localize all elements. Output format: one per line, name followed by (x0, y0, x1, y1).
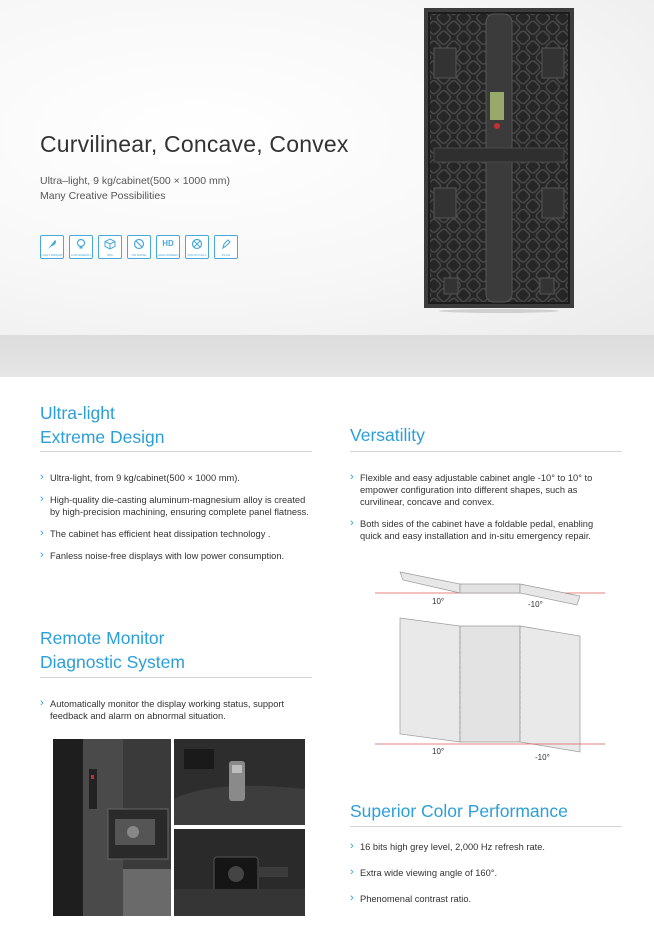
section-title-line: Diagnostic System (40, 652, 185, 672)
badge-hd: HD HIGH SCREEN (156, 235, 180, 259)
photo-cabinet-side (53, 739, 171, 916)
ultralight-bullet-list: Ultra-light, from 9 kg/cabinet(500 × 100… (40, 471, 310, 572)
badge-label: HIGH SCREEN (157, 254, 179, 257)
hero-subtitle: Ultra–light, 9 kg/cabinet(500 × 1000 mm) (40, 175, 230, 187)
section-divider (350, 451, 622, 452)
list-item: Fanless noise-free displays with low pow… (40, 549, 310, 562)
versatility-bullet-list: Flexible and easy adjustable cabinet ang… (350, 471, 615, 552)
no-noise-icon (133, 238, 145, 250)
panel-right (519, 625, 581, 753)
feather-icon (48, 240, 56, 249)
list-item: Phenomenal contrast ratio. (350, 892, 615, 905)
pencil-icon (222, 239, 231, 250)
cube-icon (104, 238, 116, 250)
badge-label: 3KG (106, 254, 113, 257)
badge-light-weight: LIGHT WEIGHT (40, 235, 64, 259)
list-item: Automatically monitor the display workin… (40, 697, 310, 722)
badge-label: NO NOISE (131, 254, 147, 257)
led-cabinet-image (424, 8, 574, 313)
panel-center (459, 583, 521, 594)
panel-left (399, 617, 461, 743)
angle-diagram: 10° -10° 10° -10° (375, 571, 605, 762)
section-title-line: Ultra-light (40, 403, 115, 423)
badge-label: LOW ENERGY (70, 254, 92, 257)
section-title-line: Remote Monitor (40, 628, 165, 648)
section-divider (40, 677, 312, 678)
panel-left (399, 571, 461, 594)
color-bullet-list: 16 bits high grey level, 2,000 Hz refres… (350, 840, 615, 915)
hero-title: Curvilinear, Concave, Convex (40, 131, 349, 157)
section-title-line: Superior Color Performance (350, 801, 568, 821)
list-item: The cabinet has efficient heat dissipati… (40, 527, 310, 540)
badge-label: LIGHT WEIGHT (41, 254, 63, 257)
feature-badges: LIGHT WEIGHT LOW ENERGY 3KG NO NOISE HD … (40, 235, 238, 259)
angle-label: -10° (535, 753, 550, 762)
section-title-ultralight: Ultra-light Extreme Design (40, 401, 165, 449)
badge-label: PLUG (221, 254, 231, 257)
list-item: Flexible and easy adjustable cabinet ang… (350, 471, 615, 508)
angle-label: 10° (432, 597, 444, 606)
hero-subtitle-2: Many Creative Possibilities (40, 190, 166, 202)
section-title-versatility: Versatility (350, 423, 425, 447)
no-fan-icon (191, 238, 203, 250)
list-item: 16 bits high grey level, 2,000 Hz refres… (350, 840, 615, 853)
section-title-line: Versatility (350, 425, 425, 445)
list-item: Both sides of the cabinet have a foldabl… (350, 517, 615, 542)
badge-no-fan: FAN NO FALL (185, 235, 209, 259)
section-divider (40, 451, 312, 452)
section-divider (350, 826, 622, 827)
hd-icon: HD (162, 239, 174, 248)
section-title-color: Superior Color Performance (350, 799, 568, 823)
angle-label: -10° (528, 600, 543, 609)
badge-3kg: 3KG (98, 235, 122, 259)
remote-bullet-list: Automatically monitor the display workin… (40, 697, 310, 732)
panel-center (459, 625, 521, 743)
list-item: Extra wide viewing angle of 160°. (350, 866, 615, 879)
hero-footer-band (0, 335, 654, 377)
section-title-line: Extreme Design (40, 427, 165, 447)
list-item: Ultra-light, from 9 kg/cabinet(500 × 100… (40, 471, 310, 484)
badge-label: FAN NO FALL (187, 254, 207, 257)
badge-plug: PLUG (214, 235, 238, 259)
photo-latch-closeup (174, 739, 305, 825)
panel-right (519, 583, 581, 606)
angle-label: 10° (432, 747, 444, 756)
badge-no-noise: NO NOISE (127, 235, 151, 259)
bulb-icon (76, 238, 86, 249)
photo-lock-closeup (174, 829, 305, 916)
badge-low-energy: LOW ENERGY (69, 235, 93, 259)
list-item: High-quality die-casting aluminum-magnes… (40, 493, 310, 518)
section-title-remote: Remote Monitor Diagnostic System (40, 626, 185, 674)
